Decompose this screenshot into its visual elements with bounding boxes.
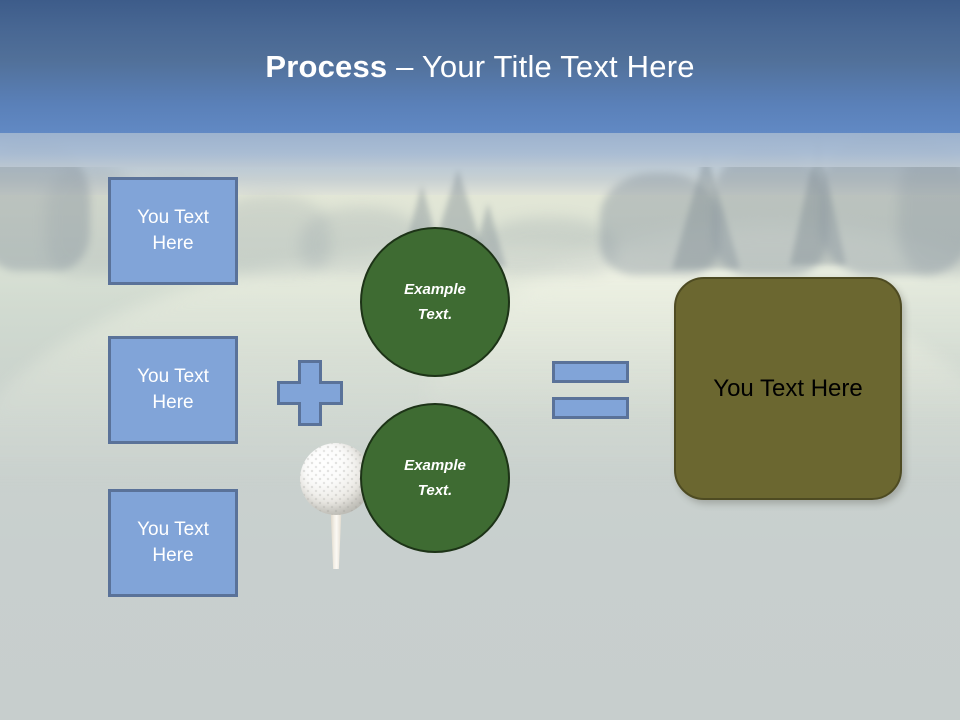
input-box-1[interactable]: You Text Here	[108, 177, 238, 285]
input-box-3-label: You Text Here	[137, 519, 209, 566]
title-bar: Process – Your Title Text Here	[0, 0, 960, 133]
input-box-3[interactable]: You Text Here	[108, 489, 238, 597]
page-title: Process – Your Title Text Here	[0, 49, 960, 85]
golf-tee-icon	[330, 497, 342, 569]
result-box-label: You Text Here	[713, 374, 863, 402]
plus-icon-fill	[301, 363, 319, 423]
tree-silhouette	[712, 149, 828, 275]
process-circle-2-line2: Text.	[417, 482, 453, 499]
page-title-strong: Process	[265, 49, 388, 84]
process-circle-2[interactable]: Example Text.	[360, 403, 510, 553]
input-box-2[interactable]: You Text Here	[108, 336, 238, 444]
process-circle-1-line1: Example	[404, 281, 466, 298]
equals-icon	[552, 361, 629, 419]
plus-icon	[277, 360, 343, 426]
tree-silhouette	[672, 151, 740, 269]
equals-icon-bar-bottom	[552, 397, 629, 419]
result-box[interactable]: You Text Here	[674, 277, 902, 500]
page-title-light: – Your Title Text Here	[387, 49, 695, 84]
input-box-2-label: You Text Here	[137, 366, 209, 413]
process-circle-1[interactable]: Example Text.	[360, 227, 510, 377]
equals-icon-bar-top	[552, 361, 629, 383]
input-box-1-label: You Text Here	[137, 207, 209, 254]
process-circle-1-line2: Text.	[417, 306, 453, 323]
tree-silhouette	[486, 217, 616, 275]
header-underband	[0, 133, 960, 167]
tree-silhouette	[600, 173, 720, 275]
process-circle-2-line1: Example	[404, 457, 466, 474]
